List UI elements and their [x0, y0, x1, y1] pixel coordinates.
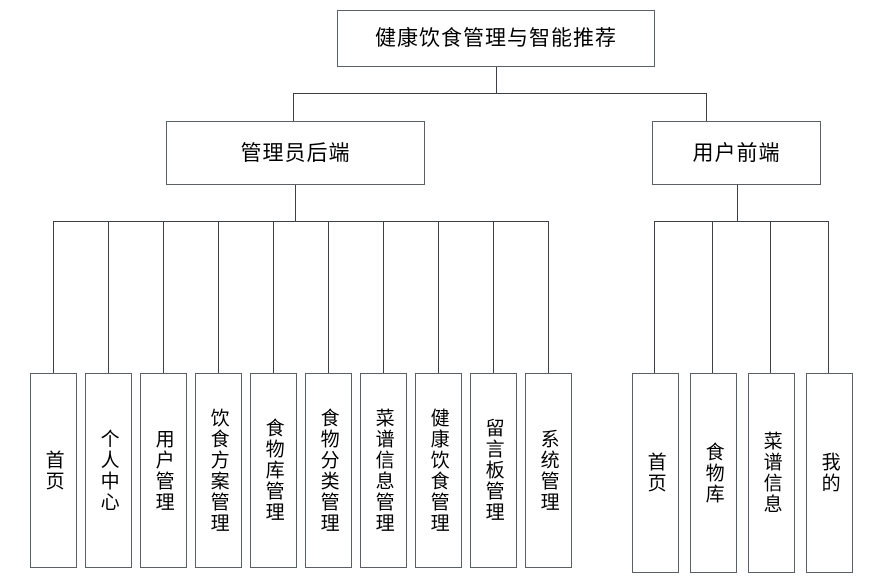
connector-user-drop-1 [654, 221, 655, 373]
leaf-node-admin-6-label: 食物分类管理 [317, 407, 340, 534]
connector-user-drop-4 [828, 221, 829, 373]
leaf-node-user-1-label: 首页 [644, 452, 667, 494]
leaf-node-admin-10[interactable]: 系统管理 [525, 373, 572, 568]
leaf-node-user-2-label: 食物库 [702, 441, 725, 505]
connector-admin-drop-7 [383, 221, 384, 373]
connector-user-stem [737, 185, 738, 222]
leaf-node-user-2[interactable]: 食物库 [690, 373, 737, 573]
leaf-node-user-1[interactable]: 首页 [632, 373, 679, 573]
leaf-node-admin-7[interactable]: 菜谱信息管理 [360, 373, 407, 568]
leaf-node-user-3[interactable]: 菜谱信息 [748, 373, 795, 573]
connector-user-drop-3 [770, 221, 771, 373]
connector-admin-drop-3 [163, 221, 164, 373]
leaf-node-admin-6[interactable]: 食物分类管理 [305, 373, 352, 568]
leaf-node-admin-4-label: 饮食方案管理 [207, 407, 230, 534]
branch-node-user-label: 用户前端 [692, 140, 781, 165]
connector-user-drop-2 [712, 221, 713, 373]
leaf-node-admin-10-label: 系统管理 [537, 428, 560, 513]
connector-admin-drop-4 [218, 221, 219, 373]
leaf-node-admin-2-label: 个人中心 [97, 428, 120, 513]
leaf-node-admin-1[interactable]: 首页 [30, 373, 77, 568]
connector-user-bus [654, 221, 828, 222]
branch-node-user[interactable]: 用户前端 [652, 121, 821, 185]
leaf-node-admin-3[interactable]: 用户管理 [140, 373, 187, 568]
leaf-node-admin-8[interactable]: 健康饮食管理 [415, 373, 462, 568]
connector-drop-user [706, 93, 707, 122]
connector-admin-drop-10 [548, 221, 549, 373]
branch-node-admin-label: 管理员后端 [240, 140, 351, 165]
connector-admin-drop-1 [53, 221, 54, 373]
leaf-node-admin-7-label: 菜谱信息管理 [372, 407, 395, 534]
leaf-node-user-3-label: 菜谱信息 [760, 431, 783, 515]
connector-admin-drop-2 [108, 221, 109, 373]
root-node[interactable]: 健康饮食管理与智能推荐 [337, 10, 655, 67]
branch-node-admin[interactable]: 管理员后端 [166, 121, 425, 185]
leaf-node-admin-1-label: 首页 [42, 449, 65, 492]
connector-admin-drop-6 [328, 221, 329, 373]
leaf-node-admin-3-label: 用户管理 [152, 428, 175, 513]
connector-admin-drop-5 [273, 221, 274, 373]
connector-drop-admin [293, 93, 294, 122]
leaf-node-admin-9-label: 留言板管理 [482, 418, 505, 523]
leaf-node-admin-4[interactable]: 饮食方案管理 [195, 373, 242, 568]
leaf-node-admin-5[interactable]: 食物库管理 [250, 373, 297, 568]
leaf-node-admin-5-label: 食物库管理 [262, 418, 285, 523]
leaf-node-admin-8-label: 健康饮食管理 [427, 407, 450, 534]
connector-admin-drop-8 [438, 221, 439, 373]
connector-admin-stem [295, 185, 296, 222]
connector-level2-bus [293, 93, 707, 94]
connector-root-stem [496, 67, 497, 93]
connector-admin-drop-9 [493, 221, 494, 373]
leaf-node-admin-9[interactable]: 留言板管理 [470, 373, 517, 568]
leaf-node-user-4-label: 我的 [818, 452, 841, 494]
leaf-node-admin-2[interactable]: 个人中心 [85, 373, 132, 568]
root-node-label: 健康饮食管理与智能推荐 [375, 26, 617, 50]
leaf-node-user-4[interactable]: 我的 [806, 373, 853, 573]
connector-admin-bus [53, 221, 548, 222]
